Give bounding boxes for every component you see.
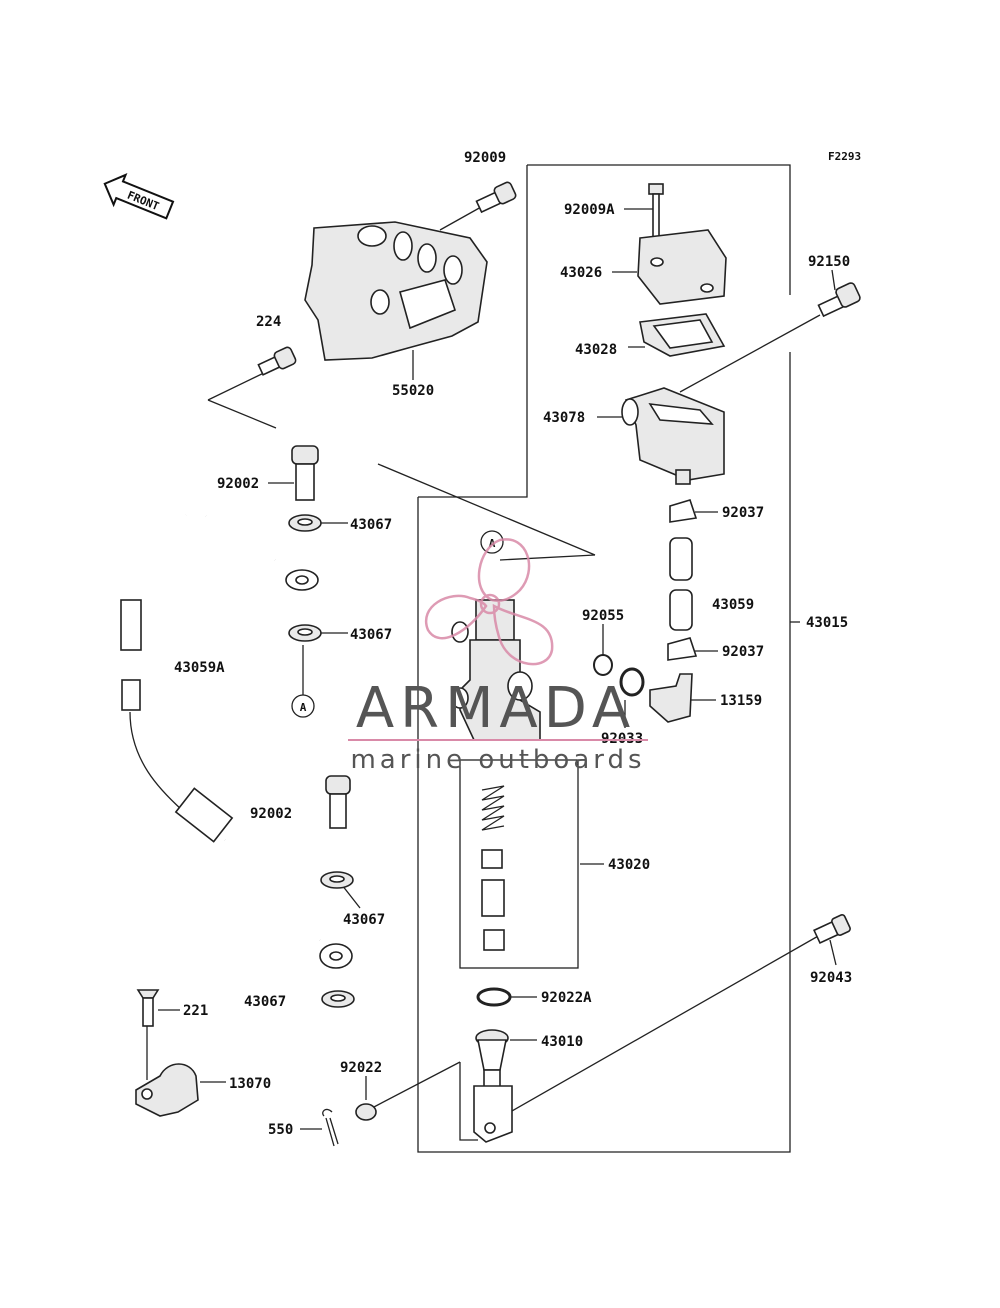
brake-hose-43059A-shape [120, 510, 353, 969]
piston-kit-43020-shape [481, 785, 505, 951]
bolt-92150-shape [817, 282, 861, 318]
part-label: 92002 [217, 476, 259, 492]
circlip-92022A-shape [476, 987, 512, 1007]
bolt-92009-shape [475, 181, 517, 214]
part-label: 43067 [350, 627, 392, 643]
part-label: 43059 [712, 597, 754, 613]
diagram-code: F2293 [828, 150, 861, 163]
washer-43067-c-shape [320, 871, 354, 889]
part-label: 92037 [722, 505, 764, 521]
part-label: 43067 [343, 912, 385, 928]
cotter-pin-550-shape [322, 1108, 339, 1147]
part-label: 43067 [244, 994, 286, 1010]
part-label: 92150 [808, 254, 850, 270]
part-label: 43026 [560, 265, 602, 281]
fitting-13159-shape [649, 673, 693, 723]
bolt-224-shape [257, 346, 297, 376]
part-label: 43020 [608, 857, 650, 873]
part-label: 550 [268, 1122, 293, 1138]
ref-a-top: A [480, 530, 504, 554]
circlip-92033-shape [619, 667, 645, 697]
washer-43067-a-shape [288, 514, 322, 532]
armada-watermark: ARMADA marine outboards [348, 538, 648, 775]
nut-92022-shape [355, 1103, 377, 1121]
part-label: 221 [183, 1003, 208, 1019]
bolt-92009A-shape [648, 183, 664, 239]
part-label: 92002 [250, 806, 292, 822]
front-arrow-icon: FRONT [103, 173, 175, 220]
part-label: 92043 [810, 970, 852, 986]
clamp-92037-b-shape [667, 637, 698, 661]
banjo-bolt-92002-bottom-shape [325, 775, 351, 829]
leader-lines [146, 201, 837, 1141]
washer-43067-d-shape [321, 990, 355, 1008]
clamp-13070-shape [135, 1063, 199, 1117]
part-label: 43067 [350, 517, 392, 533]
diaphragm-43028-shape [639, 313, 726, 357]
pin-92043-shape [813, 914, 851, 945]
part-label: 43028 [575, 342, 617, 358]
part-label: 92055 [582, 608, 624, 624]
banjo-bolt-92002-top-shape [291, 445, 319, 501]
cap-43026-shape [637, 229, 727, 305]
part-label: 224 [256, 314, 281, 330]
part-label: 43059A [174, 660, 225, 676]
part-label: 92037 [722, 644, 764, 660]
hose-43059-shape [669, 537, 693, 631]
part-label: 13159 [720, 693, 762, 709]
assembly-frame [417, 164, 800, 1153]
part-label: 43078 [543, 410, 585, 426]
push-rod-43010-shape [473, 1029, 513, 1143]
clamp-92037-a-shape [669, 499, 698, 523]
part-label: 92009A [564, 202, 615, 218]
part-label: 92009 [464, 150, 506, 166]
part-label: 43015 [806, 615, 848, 631]
ref-a-bottom: A [291, 694, 315, 718]
watermark-name: ARMADA [356, 676, 636, 741]
screw-221-shape [136, 989, 160, 1027]
bracket-55020-shape [304, 221, 488, 361]
propeller-logo-icon [424, 538, 554, 666]
master-cylinder-body-shape [451, 599, 541, 741]
o-ring-92055-shape [593, 654, 613, 676]
parts-kit-box [459, 759, 579, 969]
part-label: 55020 [392, 383, 434, 399]
part-label: 43010 [541, 1034, 583, 1050]
washer-43067-b-shape [288, 624, 322, 642]
part-label: 92022 [340, 1060, 382, 1076]
svg-text:A: A [300, 701, 307, 714]
watermark-tagline: marine outboards [350, 745, 645, 775]
part-label: 92022A [541, 990, 592, 1006]
reservoir-43078-shape [621, 387, 725, 485]
part-label: 13070 [229, 1076, 271, 1092]
